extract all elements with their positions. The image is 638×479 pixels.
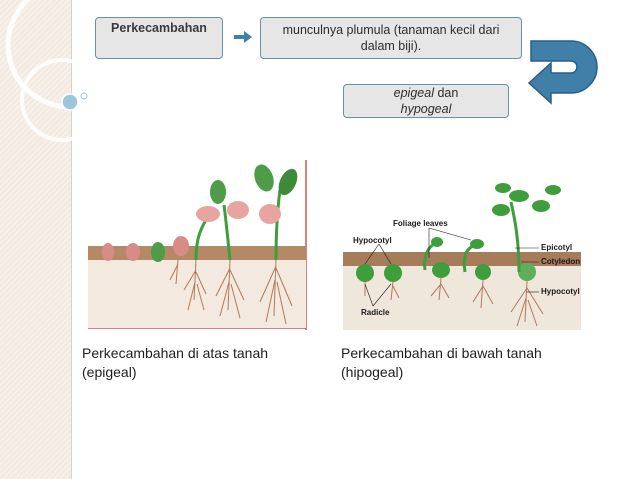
decorative-side-band <box>0 0 72 479</box>
decorative-circles <box>5 0 120 142</box>
caption-epigeal: Perkecambahan di atas tanah (epigeal) <box>82 344 322 382</box>
label-hypocotyl-left: Hypocotyl <box>353 236 392 245</box>
bubble-icon <box>61 93 79 111</box>
u-turn-arrow-icon <box>527 40 598 105</box>
label-hypocotyl-right: Hypocotyl <box>541 287 580 296</box>
type-connector: dan <box>433 86 459 100</box>
caption-epigeal-line1: Perkecambahan di atas tanah <box>82 345 269 361</box>
title-text: Perkecambahan <box>111 21 207 35</box>
germination-types-box: epigeal dan hypogeal <box>343 84 509 118</box>
type-epigeal: epigeal <box>393 86 434 100</box>
label-epicotyl: Epicotyl <box>541 243 572 252</box>
arrow-right-icon <box>234 31 252 43</box>
caption-hypogeal-line2: (hipogeal) <box>341 364 404 380</box>
caption-hypogeal-line1: Perkecambahan di bawah tanah <box>341 345 542 361</box>
type-hypogeal: hypogeal <box>400 102 452 116</box>
title-box: Perkecambahan <box>95 17 223 59</box>
definition-box: munculnya plumula (tanaman kecil dari da… <box>260 17 522 59</box>
hypogeal-illustration: Foliage leaves Hypocotyl Epicotyl Cotyle… <box>343 183 581 330</box>
label-cotyledon: Cotyledon <box>541 257 580 266</box>
definition-text: munculnya plumula (tanaman kecil dari da… <box>282 23 500 53</box>
epigeal-illustration <box>88 160 308 330</box>
label-radicle: Radicle <box>361 308 390 317</box>
caption-hypogeal: Perkecambahan di bawah tanah (hipogeal) <box>341 344 591 382</box>
caption-epigeal-line2: (epigeal) <box>82 364 137 380</box>
label-foliage-leaves: Foliage leaves <box>393 219 448 228</box>
